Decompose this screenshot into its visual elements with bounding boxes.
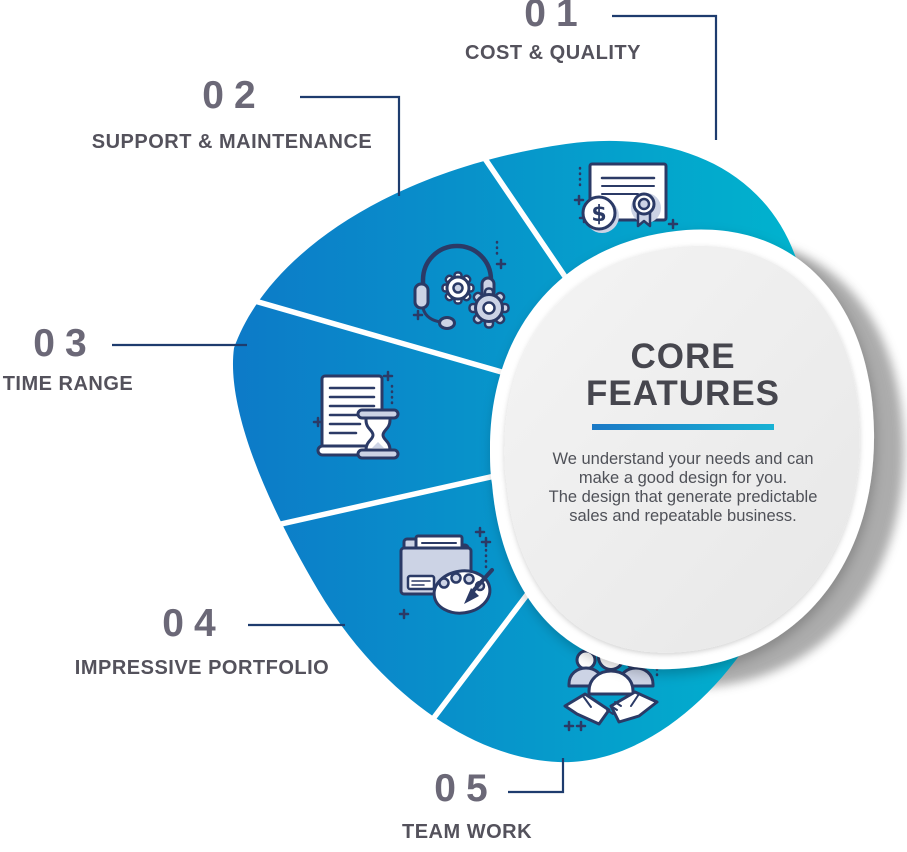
dollar-symbol: $ — [591, 202, 606, 227]
item-label-team-work: TEAM WORK — [401, 821, 533, 843]
document-hourglass-icon — [312, 370, 400, 460]
title-line-2: FEATURES — [585, 374, 781, 413]
folder-palette-icon — [398, 526, 494, 620]
page-title: CORE FEATURES — [513, 338, 853, 412]
title-line-1: CORE — [630, 337, 736, 376]
description-line: The design that generate predictable — [548, 488, 818, 506]
certificate-dollar-icon: $ — [573, 162, 679, 233]
connector-line-05 — [508, 758, 565, 794]
item-label-support-maintenance: SUPPORT & MAINTENANCE — [91, 131, 373, 153]
connector-line-02 — [300, 95, 401, 196]
description-line: We understand your needs and can — [552, 450, 814, 468]
item-label-impressive-portfolio: IMPRESSIVE PORTFOLIO — [74, 657, 330, 679]
description-line: sales and repeatable business. — [569, 507, 797, 525]
item-number-5: 05 — [434, 767, 498, 810]
item-number-4: 04 — [162, 602, 226, 645]
item-number-1: 01 — [524, 0, 588, 35]
item-number-2: 02 — [202, 74, 266, 117]
connector-lines — [112, 14, 718, 794]
description-text: We understand your needs and can make a … — [513, 450, 853, 526]
headset-gears-icon — [412, 240, 510, 330]
item-label-time-range: TIME RANGE — [2, 373, 134, 395]
connector-line-01 — [612, 14, 718, 140]
item-label-cost-quality: COST & QUALITY — [465, 42, 641, 64]
core-features-panel: CORE FEATURES We understand your needs a… — [513, 338, 853, 526]
item-number-3: 03 — [33, 322, 97, 365]
title-underline — [592, 424, 774, 430]
description-line: make a good design for you. — [578, 469, 788, 487]
